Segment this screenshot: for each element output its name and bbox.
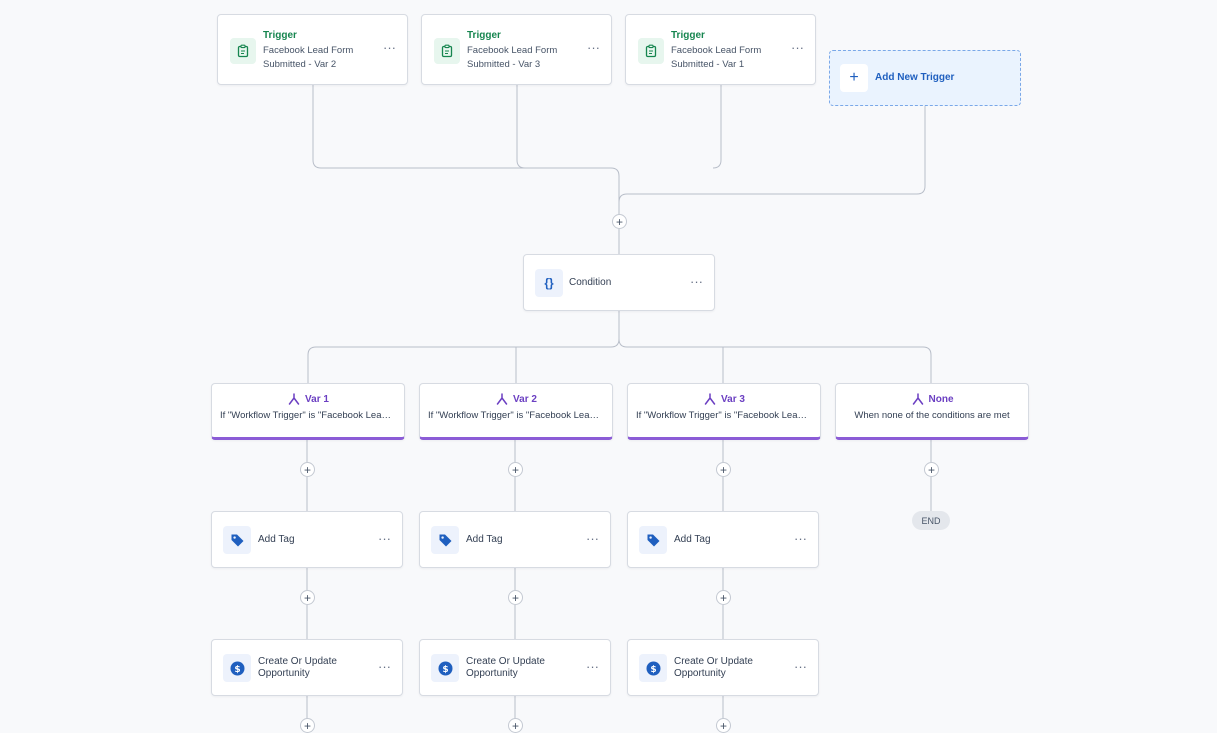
add-step-button[interactable]: + xyxy=(508,718,523,733)
more-options-icon[interactable]: ··· xyxy=(794,659,807,674)
svg-text:$: $ xyxy=(442,665,448,675)
svg-text:$: $ xyxy=(234,665,240,675)
add-step-button[interactable]: + xyxy=(612,214,627,229)
branch-card-var-1[interactable]: Var 1 If "Workflow Trigger" is "Facebook… xyxy=(211,383,405,440)
add-new-trigger-label: Add New Trigger xyxy=(875,72,955,83)
clipboard-icon xyxy=(434,38,460,64)
curly-braces-icon: {} xyxy=(535,269,563,297)
dollar-icon: $ xyxy=(438,661,452,675)
branch-title: None xyxy=(928,393,954,405)
branch-card-none[interactable]: None When none of the conditions are met xyxy=(835,383,1029,440)
condition-card[interactable]: {} Condition ··· xyxy=(523,254,715,311)
more-options-icon[interactable]: ··· xyxy=(378,659,391,674)
clipboard-icon xyxy=(638,38,664,64)
dollar-icon: $ xyxy=(230,661,244,675)
branch-condition-text: When none of the conditions are met xyxy=(854,410,1010,421)
trigger-title: Trigger xyxy=(671,30,705,41)
action-label: Add Tag xyxy=(674,534,711,545)
branch-title: Var 3 xyxy=(721,393,745,405)
add-tag-card-var-3[interactable]: Add Tag ··· xyxy=(627,511,819,568)
more-options-icon[interactable]: ··· xyxy=(690,274,703,289)
add-new-trigger-button[interactable]: + Add New Trigger xyxy=(829,50,1021,106)
branch-title: Var 1 xyxy=(305,393,329,405)
branch-title: Var 2 xyxy=(513,393,537,405)
tag-icon xyxy=(431,526,459,554)
add-step-button[interactable]: + xyxy=(716,462,731,477)
more-options-icon[interactable]: ··· xyxy=(586,659,599,674)
more-options-icon[interactable]: ··· xyxy=(383,40,396,55)
trigger-title: Trigger xyxy=(467,30,501,41)
add-step-button[interactable]: + xyxy=(508,462,523,477)
add-tag-card-var-1[interactable]: Add Tag ··· xyxy=(211,511,403,568)
dollar-icon: $ xyxy=(646,661,660,675)
branch-split-icon xyxy=(288,393,300,405)
add-step-button[interactable]: + xyxy=(508,590,523,605)
svg-text:$: $ xyxy=(650,665,656,675)
add-step-button[interactable]: + xyxy=(716,590,731,605)
branch-card-var-3[interactable]: Var 3 If "Workflow Trigger" is "Facebook… xyxy=(627,383,821,440)
plus-icon: + xyxy=(840,64,868,92)
add-step-button[interactable]: + xyxy=(300,462,315,477)
branch-condition-text: If "Workflow Trigger" is "Facebook Lead … xyxy=(428,410,604,421)
branch-split-icon xyxy=(912,393,923,405)
more-options-icon[interactable]: ··· xyxy=(587,40,600,55)
branch-condition-text: If "Workflow Trigger" is "Facebook Lead … xyxy=(636,410,812,421)
add-step-button[interactable]: + xyxy=(300,590,315,605)
add-tag-card-var-2[interactable]: Add Tag ··· xyxy=(419,511,611,568)
add-step-button[interactable]: + xyxy=(716,718,731,733)
branch-condition-text: If "Workflow Trigger" is "Facebook Lead … xyxy=(220,410,396,421)
more-options-icon[interactable]: ··· xyxy=(586,531,599,546)
tag-icon xyxy=(639,526,667,554)
end-marker: END xyxy=(912,511,950,530)
add-step-button[interactable]: + xyxy=(924,462,939,477)
more-options-icon[interactable]: ··· xyxy=(791,40,804,55)
more-options-icon[interactable]: ··· xyxy=(378,531,391,546)
tag-icon xyxy=(223,526,251,554)
trigger-title: Trigger xyxy=(263,30,297,41)
branch-split-icon xyxy=(496,393,508,405)
condition-label: Condition xyxy=(569,277,612,288)
add-step-button[interactable]: + xyxy=(300,718,315,733)
clipboard-icon xyxy=(230,38,256,64)
action-label: Add Tag xyxy=(258,534,295,545)
branch-split-icon xyxy=(704,393,716,405)
more-options-icon[interactable]: ··· xyxy=(794,531,807,546)
branch-card-var-2[interactable]: Var 2 If "Workflow Trigger" is "Facebook… xyxy=(419,383,613,440)
action-label: Add Tag xyxy=(466,534,503,545)
